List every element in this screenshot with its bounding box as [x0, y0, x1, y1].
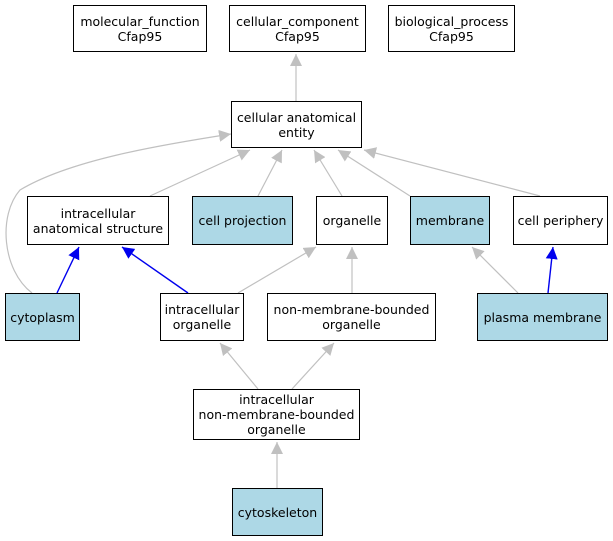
edge-is-a: [149, 149, 251, 197]
node-intracellular-non-membrane-bounded-organelle: intracellular non-membrane-bounded organ…: [193, 389, 360, 440]
node-cell-projection: cell projection: [192, 196, 293, 245]
edge-part-of: [121, 246, 189, 294]
edge-is-a: [313, 149, 343, 197]
edge-is-a: [237, 246, 317, 294]
node-non-membrane-bounded-organelle: non-membrane-bounded organelle: [267, 293, 436, 341]
node-intracellular-anatomical-structure: intracellular anatomical structure: [27, 196, 169, 245]
edge-part-of: [56, 246, 80, 294]
edge-is-a: [337, 149, 411, 197]
edge-part-of: [545, 246, 558, 294]
edge-is-a: [219, 342, 259, 390]
node-plasma-membrane: plasma membrane: [477, 293, 608, 341]
node-organelle: organelle: [316, 196, 388, 245]
node-cytoskeleton: cytoskeleton: [232, 488, 323, 536]
node-molecular-function: molecular_function Cfap95: [73, 5, 207, 52]
edge-is-a: [363, 147, 541, 197]
node-intracellular-organelle: intracellular organelle: [160, 293, 244, 341]
edge-is-a: [291, 342, 335, 390]
node-cellular-component: cellular_component Cfap95: [229, 5, 366, 52]
edge-is-a: [471, 246, 519, 294]
node-cytoplasm: cytoplasm: [5, 293, 80, 341]
node-cellular-anatomical-entity: cellular anatomical entity: [231, 101, 362, 148]
node-cell-periphery: cell periphery: [513, 196, 608, 245]
node-biological-process: biological_process Cfap95: [388, 5, 515, 52]
node-membrane: membrane: [410, 196, 490, 245]
edge-is-a: [5, 129, 232, 294]
edge-is-a: [257, 149, 283, 197]
